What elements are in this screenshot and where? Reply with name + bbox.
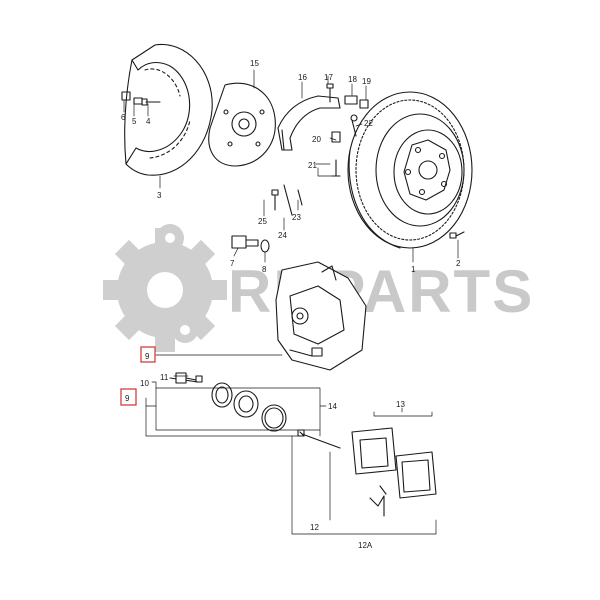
caliper-bolt-part: [231, 235, 259, 249]
callout-4: 4: [146, 117, 151, 126]
watermark-gear-small-top: [156, 224, 184, 252]
callout-21: 21: [308, 161, 317, 170]
hardware-group-top: [121, 83, 465, 239]
bleeder-screw-part: [169, 372, 203, 384]
callout-24: 24: [278, 231, 287, 240]
callout-13: 13: [396, 400, 405, 409]
callout-10: 10: [140, 379, 149, 388]
callout-19: 19: [362, 77, 371, 86]
callout-14: 14: [328, 402, 337, 411]
highlight-box-9a: [140, 346, 156, 363]
retaining-pin-part: [297, 429, 341, 449]
callout-17: 17: [324, 73, 333, 82]
callout-3: 3: [157, 191, 162, 200]
callout-9b: 9: [125, 394, 130, 403]
brake-caliper-part: [275, 261, 367, 371]
callout-9a: 9: [145, 352, 150, 361]
callout-8: 8: [262, 265, 267, 274]
watermark-gear-large: [103, 228, 227, 352]
leader-lines: [123, 69, 459, 535]
callout-5: 5: [132, 117, 137, 126]
callout-7: 7: [230, 259, 235, 268]
seal-ring-2: [261, 404, 287, 432]
watermark-gear-small-bottom: [172, 317, 198, 343]
brake-pad-2: [395, 451, 437, 499]
brake-disc-part: [347, 91, 473, 249]
callout-25: 25: [258, 217, 267, 226]
watermark-text: RMPARTS: [228, 258, 534, 325]
callout-1: 1: [411, 265, 416, 274]
pad-spring-part: [369, 485, 387, 517]
callout-12a: 12A: [358, 541, 373, 550]
brake-pad-1: [351, 427, 397, 475]
callout-12: 12: [310, 523, 319, 532]
callout-20: 20: [312, 135, 321, 144]
highlight-box-9b: [120, 388, 137, 406]
callout-18: 18: [348, 75, 357, 84]
callout-22: 22: [364, 119, 373, 128]
backing-plate-part: [208, 82, 276, 167]
piston-part: [233, 390, 259, 418]
callout-6: 6: [121, 113, 126, 122]
highlight-boxes: [120, 346, 156, 406]
callout-15: 15: [250, 59, 259, 68]
callout-23: 23: [292, 213, 301, 222]
washer-part: [260, 239, 270, 253]
brake-shoe-part: [277, 95, 341, 151]
dust-shield-part: [124, 43, 213, 176]
callout-16: 16: [298, 73, 307, 82]
callout-labels: 1 2 3 4 5 6 7 8 9 9 10 11 12 12A 13 14 1…: [121, 59, 461, 550]
callout-11: 11: [160, 373, 169, 382]
seal-ring-1: [211, 382, 233, 408]
callout-2: 2: [456, 259, 461, 268]
